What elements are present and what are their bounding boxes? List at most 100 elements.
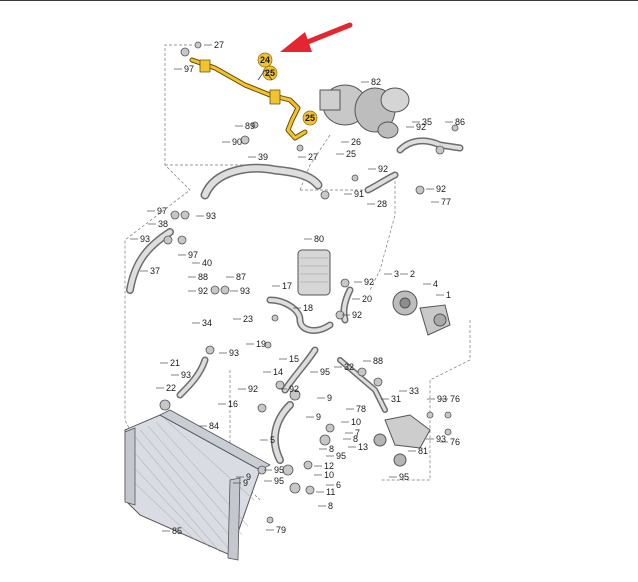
oil-cooler-80 [297, 249, 331, 296]
callout-77-16: 77 [441, 197, 451, 207]
callout-33-51: 33 [409, 386, 419, 396]
callout-23-39: 23 [243, 314, 253, 324]
callout-93-45: 93 [181, 370, 191, 380]
callout-5-66: 5 [270, 435, 275, 445]
callout-92-12: 92 [378, 164, 388, 174]
callout-92-27: 92 [198, 286, 208, 296]
callout-92-30: 92 [364, 277, 374, 287]
callout-37-23: 37 [150, 266, 160, 276]
callout-92-4: 92 [416, 122, 426, 132]
callout-25-a: 25 [265, 68, 275, 78]
callout-3-32: 3 [394, 269, 399, 279]
radiator-assembly [124, 409, 271, 561]
callout-84-68: 84 [209, 421, 219, 431]
callout-9-73: 9 [243, 478, 248, 488]
callout-6-75: 6 [336, 480, 341, 490]
callout-7-62: 7 [355, 428, 360, 438]
coolant-pipe-24 [189, 57, 308, 141]
callout-27-11: 27 [308, 152, 318, 162]
callout-12-70: 12 [324, 461, 334, 471]
callout-97-1: 97 [184, 64, 194, 74]
callout-8-76: 8 [328, 501, 333, 511]
callout-86-5: 86 [455, 117, 465, 127]
callout-40-22: 40 [202, 258, 212, 268]
callout-93-60: 93 [436, 434, 446, 444]
callout-93-20: 93 [140, 234, 150, 244]
callout-95-81: 95 [274, 476, 284, 486]
red-pointer-arrow [280, 22, 353, 52]
highlight-callouts: 24 25 25 [257, 52, 318, 126]
leader-lines [130, 44, 453, 532]
turbocharger-82 [319, 84, 410, 139]
callout-81-69: 81 [418, 446, 428, 456]
callout-92-37: 92 [352, 310, 362, 320]
top-rule [0, 0, 638, 1]
callout-92-48: 92 [248, 384, 258, 394]
callout-85-77: 85 [172, 526, 182, 536]
callout-34-38: 34 [202, 318, 212, 328]
hoses [126, 137, 464, 464]
callout-93-18: 93 [206, 211, 216, 221]
thermostat-housing-81 [373, 414, 431, 467]
callout-20-31: 20 [362, 294, 372, 304]
callout-16-52: 16 [228, 399, 238, 409]
callout-95-72: 95 [274, 465, 284, 475]
radiator-left-tank [124, 427, 136, 506]
water-pump [392, 290, 451, 336]
callout-79-78: 79 [276, 525, 286, 535]
callout-27-0: 27 [214, 40, 224, 50]
condenser-frame [159, 409, 271, 471]
callout-24: 24 [260, 55, 270, 65]
callout-88-50: 88 [373, 356, 383, 366]
callout-9-82: 9 [246, 472, 251, 482]
callout-76-65: 76 [450, 437, 460, 447]
callout-9-61: 9 [316, 412, 321, 422]
callout-93-40: 93 [229, 348, 239, 358]
callout-31-59: 31 [391, 394, 401, 404]
callout-25-b: 25 [305, 113, 315, 123]
callout-88-25: 88 [198, 272, 208, 282]
callout-28-14: 28 [377, 199, 387, 209]
callout-18-36: 18 [303, 303, 313, 313]
callout-21-44: 21 [170, 358, 180, 368]
callout-1-35: 1 [446, 290, 451, 300]
callout-4-34: 4 [433, 279, 438, 289]
callout-8-63: 8 [353, 434, 358, 444]
callout-2-33: 2 [410, 269, 415, 279]
callout-22-46: 22 [166, 383, 176, 393]
callout-8-64: 8 [329, 444, 334, 454]
callout-95-79: 95 [399, 472, 409, 482]
callout-92-15: 92 [436, 184, 446, 194]
callout-95-67: 95 [336, 451, 346, 461]
callout-14-47: 14 [273, 367, 283, 377]
callout-39-8: 39 [258, 152, 268, 162]
callout-17-29: 17 [282, 281, 292, 291]
callout-10-57: 10 [351, 417, 361, 427]
callout-89-6: 89 [245, 121, 255, 131]
callout-80-24: 80 [314, 234, 324, 244]
callout-35-3: 35 [422, 117, 432, 127]
callout-26-9: 26 [351, 137, 361, 147]
callout-76-56: 76 [450, 394, 460, 404]
callout-32-58: 32 [344, 362, 354, 372]
callout-97-21: 97 [188, 250, 198, 260]
radiator-side-tank [227, 477, 241, 561]
callout-78-54: 78 [356, 404, 366, 414]
callout-13-80: 13 [358, 442, 368, 452]
callout-91-13: 91 [354, 189, 364, 199]
fittings [159, 41, 459, 524]
callout-90-7: 90 [232, 137, 242, 147]
callout-82-2: 82 [371, 77, 381, 87]
callout-9-53: 9 [327, 393, 332, 403]
callout-97-17: 97 [157, 206, 167, 216]
callout-93-28: 93 [240, 286, 250, 296]
callout-10-71: 10 [324, 470, 334, 480]
callout-11-74: 11 [326, 487, 335, 497]
callout-95-43: 95 [320, 367, 330, 377]
callout-15-42: 15 [289, 354, 299, 364]
callout-87-26: 87 [236, 272, 246, 282]
callout-19-41: 19 [256, 339, 266, 349]
callout-25-10: 25 [346, 149, 356, 159]
